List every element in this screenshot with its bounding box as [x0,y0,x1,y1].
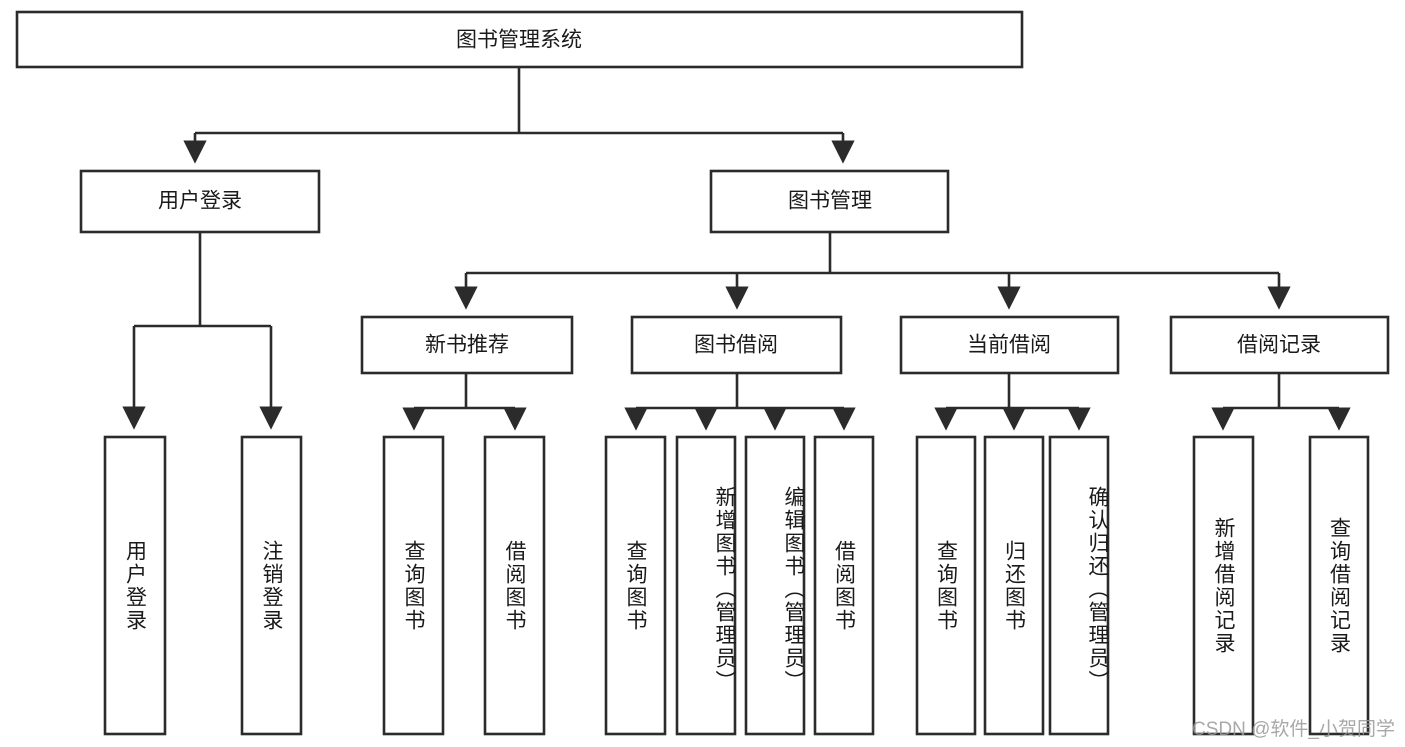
csdn-watermark: CSDN @软件_小贺同学 [1192,719,1395,740]
node-current-borrow[interactable]: 当前借阅 [899,315,1120,375]
leaf-label-user-logout: 注销登录 [260,539,283,632]
leaf-box-borrow-book-rec[interactable] [483,435,546,736]
connector-root-to-level2 [183,67,855,164]
leaf-box-query-borrow-record[interactable] [1308,435,1370,736]
node-borrow-record-label: 借阅记录 [1237,334,1321,357]
leaf-box-query-book-borrow[interactable] [604,435,667,736]
leaf-label-add-borrow-record: 新增借阅记录 [1212,516,1235,655]
leaf-box-query-book-current[interactable] [915,435,977,736]
leaf-box-add-borrow-record[interactable] [1192,435,1255,736]
leaf-label-return-book: 归还图书 [1002,539,1026,632]
connector-new-book-to-leaves [402,373,527,431]
node-new-book-recommend-label: 新书推荐 [425,334,509,357]
node-root[interactable]: 图书管理系统 [15,10,1024,69]
leaf-box-borrow-book[interactable] [813,435,875,736]
node-book-borrow[interactable]: 图书借阅 [630,315,843,375]
leaf-label-query-book-rec: 查询图书 [402,539,425,632]
leaf-label-confirm-return-admin: 确认归还（管理员） [1086,486,1109,693]
node-user-login[interactable]: 用户登录 [79,169,321,234]
leaf-label-user-login: 用户登录 [123,539,147,632]
leaf-box-return-book[interactable] [983,435,1045,736]
connector-book-mgmt-to-level3 [454,232,1291,310]
connector-book-borrow-to-leaves [624,373,856,431]
node-root-label: 图书管理系统 [456,29,582,52]
leaf-box-confirm-return-admin[interactable] [1048,435,1110,736]
leaf-label-borrow-book-rec: 借阅图书 [503,539,526,632]
leaf-label-borrow-book: 借阅图书 [832,539,856,632]
node-borrow-record[interactable]: 借阅记录 [1169,315,1390,375]
leaf-label-query-borrow-record: 查询借阅记录 [1327,516,1351,655]
leaf-box-edit-book-admin[interactable] [744,435,806,736]
node-book-management-label: 图书管理 [788,190,872,213]
leaf-box-user-logout[interactable] [240,435,303,736]
leaf-box-add-book-admin[interactable] [675,435,737,736]
leaf-label-edit-book-admin: 编辑图书（管理员） [782,486,805,693]
leaf-label-query-book-borrow: 查询图书 [624,539,647,632]
node-current-borrow-label: 当前借阅 [967,334,1051,357]
leaf-label-query-book-current: 查询图书 [934,539,958,632]
connector-borrow-record-to-leaves [1211,373,1351,431]
node-book-borrow-label: 图书借阅 [694,334,778,357]
connector-user-login-to-leaves [122,232,283,430]
connector-current-borrow-to-leaves [934,373,1091,431]
node-user-login-label: 用户登录 [158,190,242,213]
leaf-box-query-book-rec[interactable] [382,435,445,736]
leaf-label-add-book-admin: 新增图书（管理员） [713,486,736,693]
node-new-book-recommend[interactable]: 新书推荐 [360,315,574,375]
leaf-box-user-login[interactable] [103,435,167,736]
node-book-management[interactable]: 图书管理 [709,169,950,234]
